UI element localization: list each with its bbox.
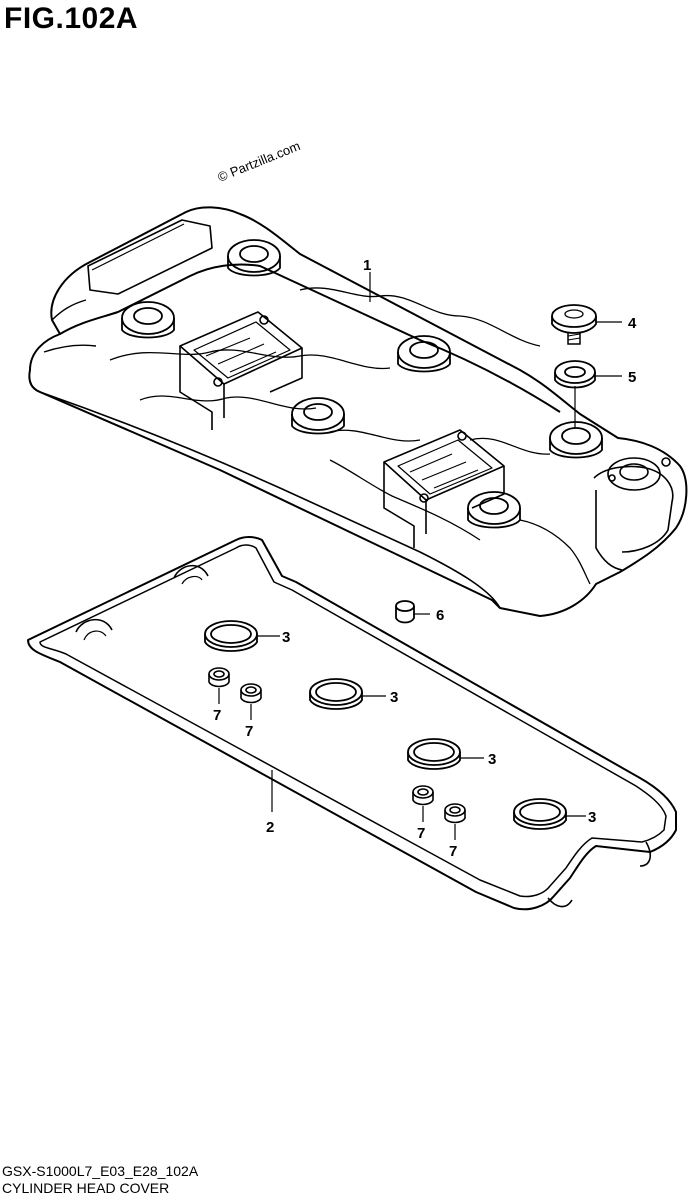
leader-lines [218, 272, 622, 840]
breather-chamber-left [179, 311, 303, 430]
callout-3a: 3 [282, 629, 290, 646]
callout-1: 1 [363, 257, 371, 274]
cylinder-head-cover [28, 206, 688, 617]
callout-2: 2 [266, 819, 274, 836]
seal-3a [204, 620, 258, 652]
callout-3d: 3 [588, 809, 596, 826]
callout-6: 6 [436, 607, 444, 624]
callout-7a: 7 [213, 707, 221, 724]
callout-7c: 7 [417, 825, 425, 842]
cover-bolt [551, 304, 597, 345]
plug-hole-seals [204, 620, 567, 830]
seal-3c [407, 738, 461, 770]
callout-4: 4 [628, 315, 637, 332]
callout-7d: 7 [449, 843, 457, 860]
callout-5: 5 [628, 369, 636, 386]
rear-port [593, 457, 674, 571]
seal-3d [513, 798, 567, 830]
callout-7b: 7 [245, 723, 253, 740]
small-seals [208, 667, 466, 824]
seal-3b [309, 678, 363, 710]
callout-3b: 3 [390, 689, 398, 706]
dowel-pin [395, 600, 415, 624]
breather-chamber-right [383, 429, 505, 548]
cover-gasket [27, 536, 677, 911]
callout-labels: 1 2 3 3 3 3 4 5 6 7 7 7 7 [213, 257, 637, 860]
bolt-grommet [554, 360, 596, 389]
watermark-text: © Partzilla.com [216, 138, 303, 185]
figure-title: FIG.102A [4, 2, 139, 35]
figure-code: GSX-S1000L7_E03_E28_102A [2, 1163, 199, 1179]
callout-3c: 3 [488, 751, 496, 768]
bolt-bosses [121, 239, 603, 529]
figure-name: CYLINDER HEAD COVER [2, 1180, 170, 1196]
